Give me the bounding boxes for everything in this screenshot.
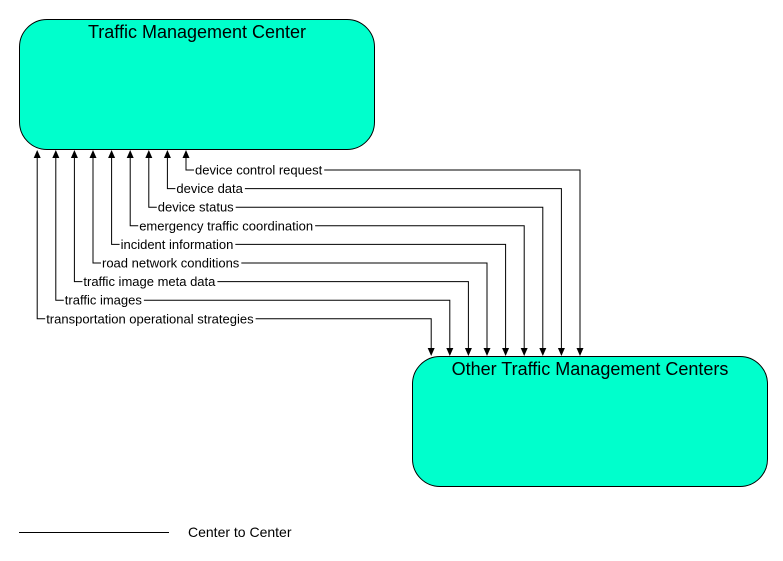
legend-label: Center to Center <box>188 524 292 540</box>
flow-line-left <box>148 158 157 208</box>
arrowhead-up <box>108 150 116 158</box>
flow-line-right <box>241 262 488 348</box>
flow-label: device status <box>158 200 234 215</box>
arrowhead-down <box>576 348 584 356</box>
flow-line-right <box>324 169 581 348</box>
flow-line-right <box>244 188 562 348</box>
flow-label: device control request <box>195 163 323 178</box>
flow-label: traffic images <box>65 293 143 308</box>
arrowhead-down <box>520 348 528 356</box>
arrowhead-up <box>33 150 41 158</box>
flow-2: device status <box>145 150 547 356</box>
arrowhead-down <box>446 348 454 356</box>
arrowhead-up <box>145 150 153 158</box>
flow-line-right <box>235 243 507 348</box>
flow-label: emergency traffic coordination <box>139 218 313 233</box>
flow-0: device control request <box>182 150 584 356</box>
flow-5: road network conditions <box>89 150 491 356</box>
flow-line-left <box>129 158 139 227</box>
arrowhead-down <box>427 348 435 356</box>
flow-6: traffic image meta data <box>70 150 472 356</box>
flow-line-left <box>55 158 64 301</box>
arrowhead-up <box>182 150 190 158</box>
flow-label: incident information <box>121 237 234 252</box>
other-traffic-management-centers-node: Other Traffic Management Centers <box>412 356 768 487</box>
arrowhead-down <box>539 348 547 356</box>
flow-label: device data <box>176 181 243 196</box>
arrowhead-down <box>483 348 491 356</box>
arrowhead-down <box>502 348 510 356</box>
flow-line-right <box>217 281 469 348</box>
flow-line-left <box>166 158 176 190</box>
flow-line-left <box>73 158 83 283</box>
other-traffic-management-centers-title: Other Traffic Management Centers <box>451 359 729 379</box>
arrowhead-up <box>163 150 171 158</box>
arrowhead-up <box>126 150 134 158</box>
flow-label: road network conditions <box>102 256 240 271</box>
flow-3: emergency traffic coordination <box>126 150 528 356</box>
arrowhead-up <box>89 150 97 158</box>
flow-line-left <box>36 158 46 320</box>
traffic-management-center-node: Traffic Management Center <box>19 19 375 150</box>
arrowhead-up <box>52 150 60 158</box>
flow-7: traffic images <box>52 150 454 356</box>
flow-4: incident information <box>108 150 510 356</box>
flow-line-right <box>143 299 451 348</box>
flow-line-left <box>111 158 120 245</box>
arrowhead-up <box>70 150 78 158</box>
flow-line-right <box>315 225 525 348</box>
legend-line <box>19 532 169 533</box>
arrowhead-down <box>464 348 472 356</box>
flow-line-right <box>235 206 544 348</box>
flow-label: transportation operational strategies <box>46 311 254 326</box>
flow-line-right <box>255 318 432 348</box>
flow-line-left <box>185 158 194 171</box>
arrowhead-down <box>557 348 565 356</box>
flow-8: transportation operational strategies <box>33 150 435 356</box>
flow-1: device data <box>163 150 565 356</box>
flow-label: traffic image meta data <box>83 274 216 289</box>
flow-line-left <box>92 158 101 264</box>
traffic-management-center-title: Traffic Management Center <box>87 22 307 42</box>
